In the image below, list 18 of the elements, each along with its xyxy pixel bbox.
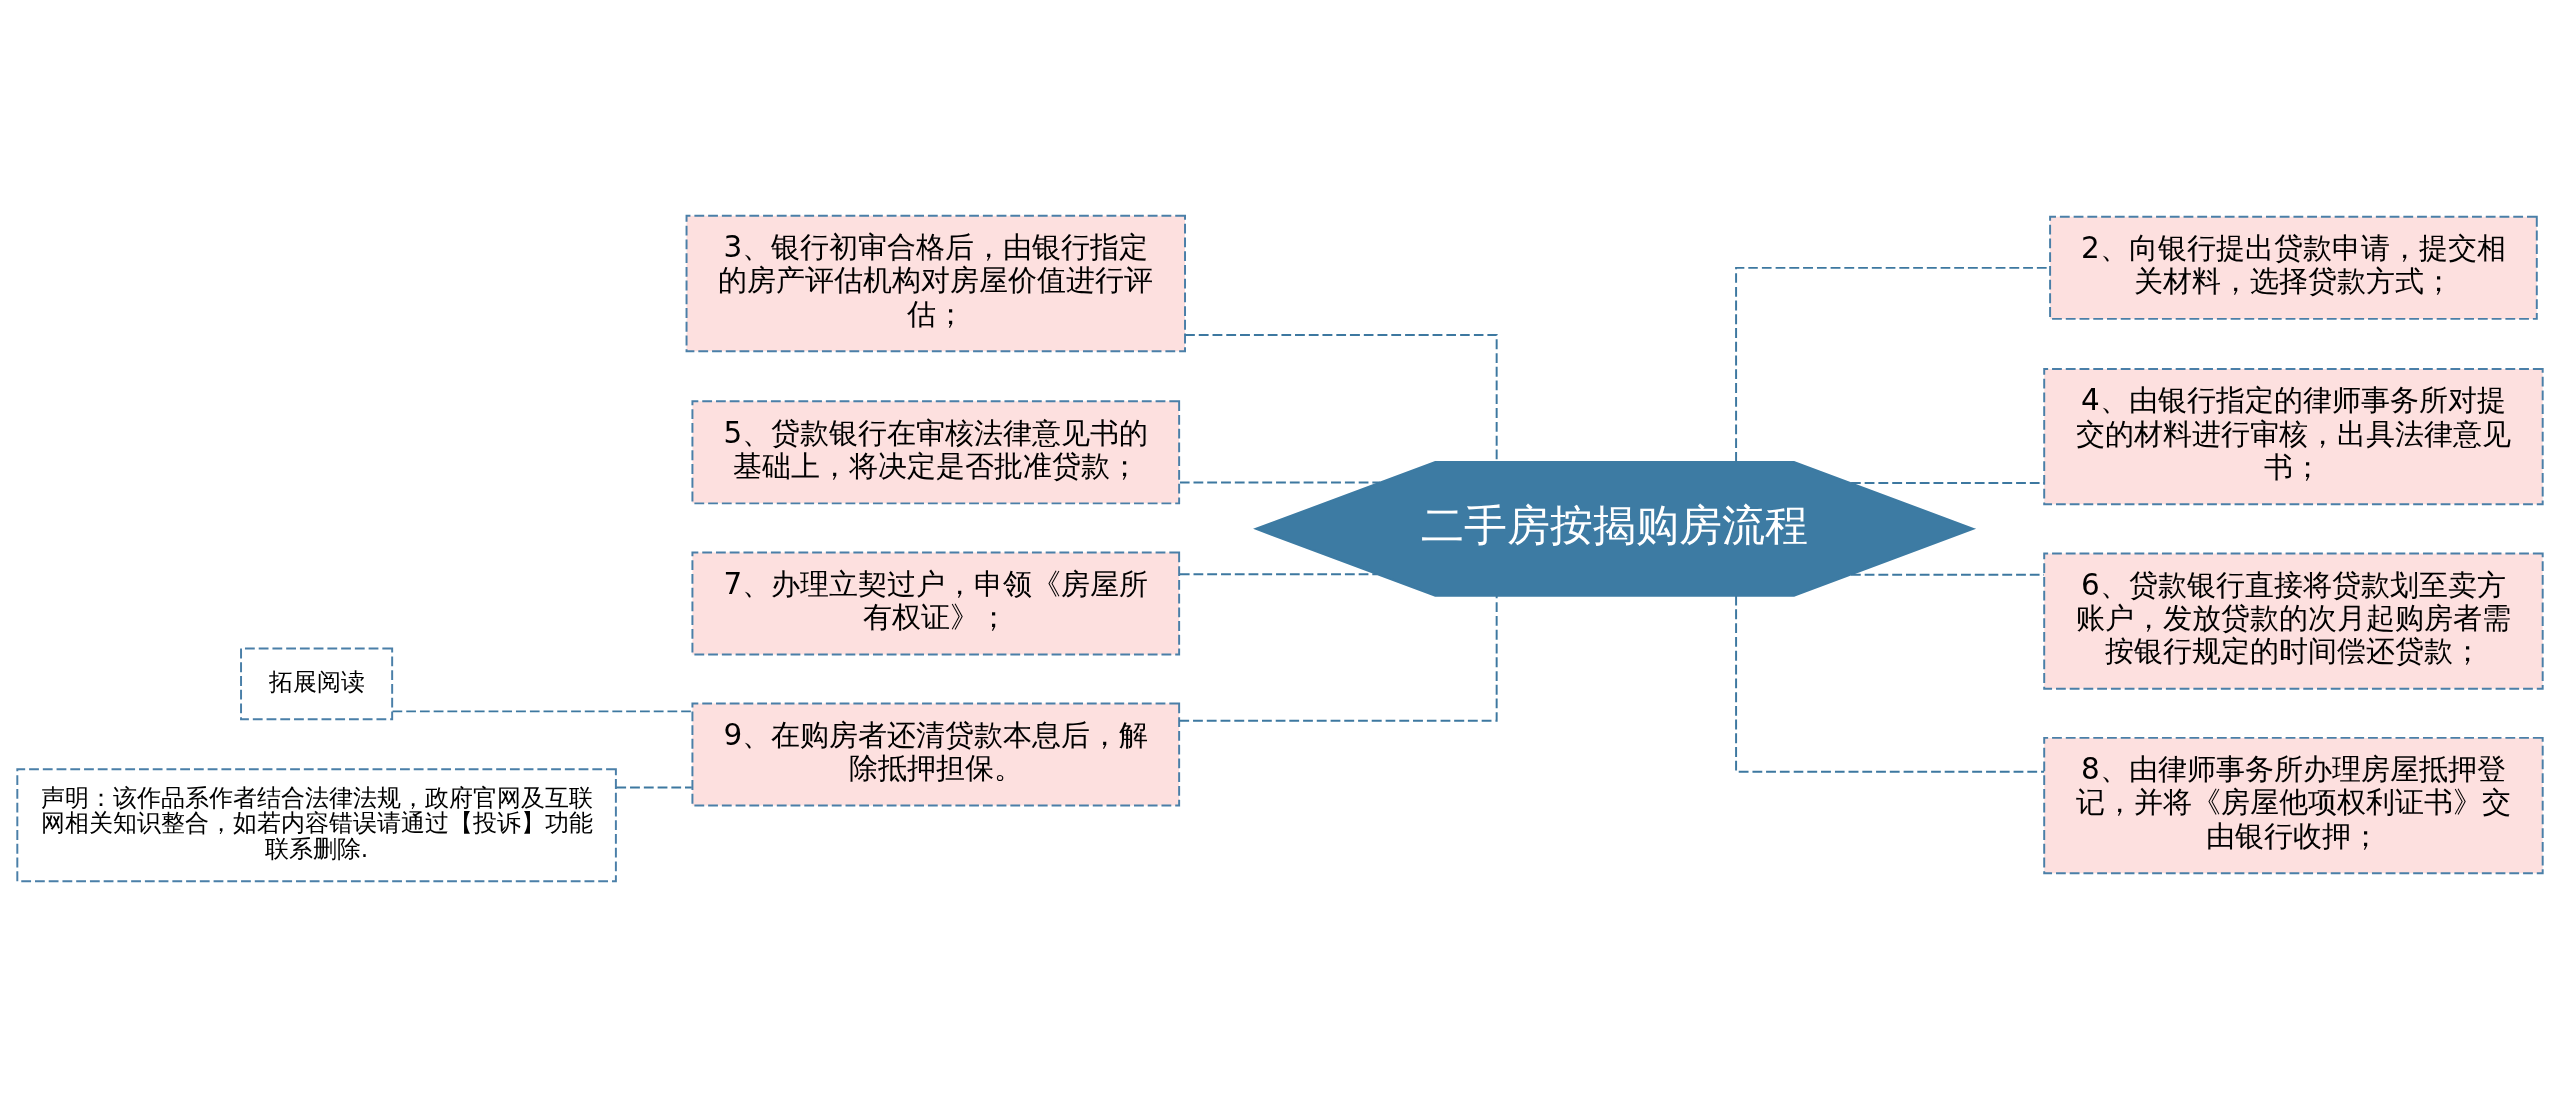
node-box: 拓展阅读 [240, 647, 394, 720]
connector [615, 785, 693, 788]
node-box: 7、办理立契过户，申领《房屋所有权证》； [691, 550, 1181, 655]
connector [1178, 572, 1379, 575]
node-box: 8、由律师事务所办理房屋抵押登记，并将《房屋他项权利证书》交由银行收押； [2043, 736, 2544, 874]
connector [1735, 594, 2046, 773]
node-box: 9、在购房者还清贷款本息后，解除抵押担保。 [691, 702, 1181, 807]
node-box: 4、由银行指定的律师事务所对提交的材料进行审核，出具法律意见书； [2043, 367, 2544, 505]
node-box: 6、贷款银行直接将贷款划至卖方账户，发放贷款的次月起购房者需按银行规定的时间偿还贷款； [2043, 551, 2544, 690]
node-box: 2、向银行提出贷款申请，提交相关材料，选择贷款方式； [2049, 215, 2538, 320]
node-box: 声明：该作品系作者结合法律法规，政府官网及互联网相关知识整合，如若内容错误请通过【投诉】功能联系删除. [16, 767, 617, 882]
node-box: 3、银行初审合格后，由银行指定的房产评估机构对房屋价值进行评估； [685, 214, 1186, 352]
connector [1178, 594, 1498, 722]
node-box: 5、贷款银行在审核法律意见书的基础上，将决定是否批准贷款； [691, 399, 1181, 504]
connector [391, 709, 693, 712]
connector [1850, 481, 2045, 484]
connector [1850, 573, 2045, 576]
connector [1178, 480, 1381, 483]
